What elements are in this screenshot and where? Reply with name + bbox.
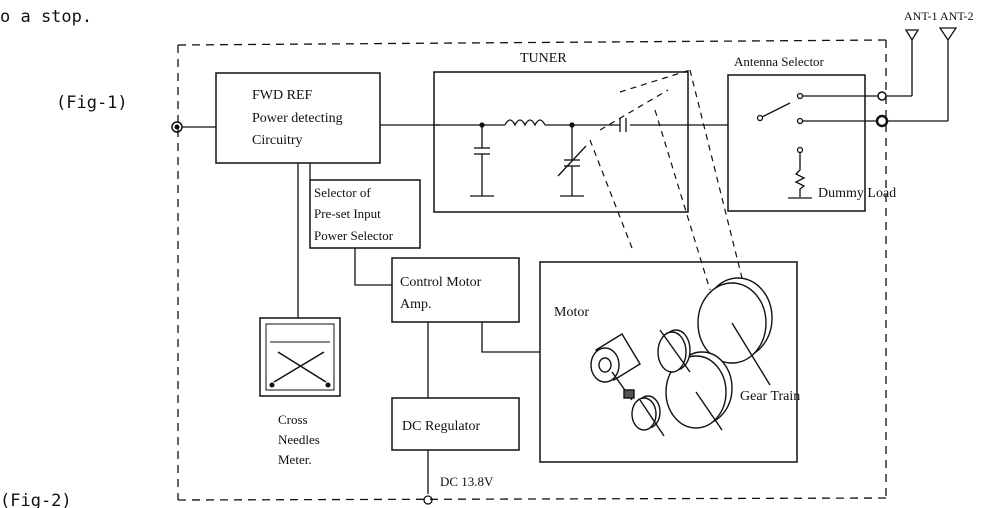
fig1-label: (Fig-1) <box>56 93 128 113</box>
fwd-ref-title: FWD REF <box>252 88 313 103</box>
cross-needles-meter-icon <box>259 317 341 397</box>
fwd-ref-line3: Circuitry <box>252 133 303 148</box>
mechanical-linkage <box>589 69 746 291</box>
control-motor-line2: Amp. <box>400 297 432 312</box>
rf-input-connector-icon <box>171 121 183 133</box>
fig2-label: (Fig-2) <box>0 491 72 508</box>
motor-icon <box>590 333 641 401</box>
wire <box>481 322 540 353</box>
control-motor-line1: Control Motor <box>400 275 482 290</box>
antenna-switch <box>756 92 878 199</box>
dc-input-label: DC 13.8V <box>440 474 494 489</box>
meter-line3: Meter. <box>278 452 312 467</box>
fwd-ref-line2: Power detecting <box>252 111 343 126</box>
antenna-selector-block <box>727 74 866 212</box>
antenna-2-icon <box>887 27 958 122</box>
gear-train-block <box>539 261 798 463</box>
power-selector-block <box>309 179 421 249</box>
power-selector-line3: Power Selector <box>314 228 394 243</box>
antenna-selector-label: Antenna Selector <box>734 54 825 69</box>
ant1-label: ANT-1 <box>904 9 938 23</box>
meter-line1: Cross <box>278 412 308 427</box>
motor-label: Motor <box>554 305 589 320</box>
control-motor-amp-block <box>391 257 520 323</box>
gear-icon <box>631 277 773 437</box>
ant2-label: ANT-2 <box>940 9 974 23</box>
dc-regulator-label: DC Regulator <box>402 419 480 434</box>
power-selector-line2: Pre-set Input <box>314 206 381 221</box>
top-text: o a stop. <box>0 7 92 27</box>
dc-regulator-block <box>391 397 520 451</box>
tuner-label: TUNER <box>520 51 567 66</box>
gear-train-label: Gear Train <box>740 389 800 404</box>
wire <box>354 248 392 286</box>
meter-line2: Needles <box>278 432 320 447</box>
antenna-1-icon <box>886 29 920 97</box>
dummy-load-label: Dummy Load <box>818 186 896 201</box>
equipment-enclosure <box>177 39 887 501</box>
power-selector-line1: Selector of <box>314 185 371 200</box>
antenna-connector-icon <box>875 91 889 128</box>
tuner-circuit <box>434 118 728 197</box>
dc-input-connector-icon <box>423 495 433 505</box>
tuner-block <box>433 71 689 213</box>
